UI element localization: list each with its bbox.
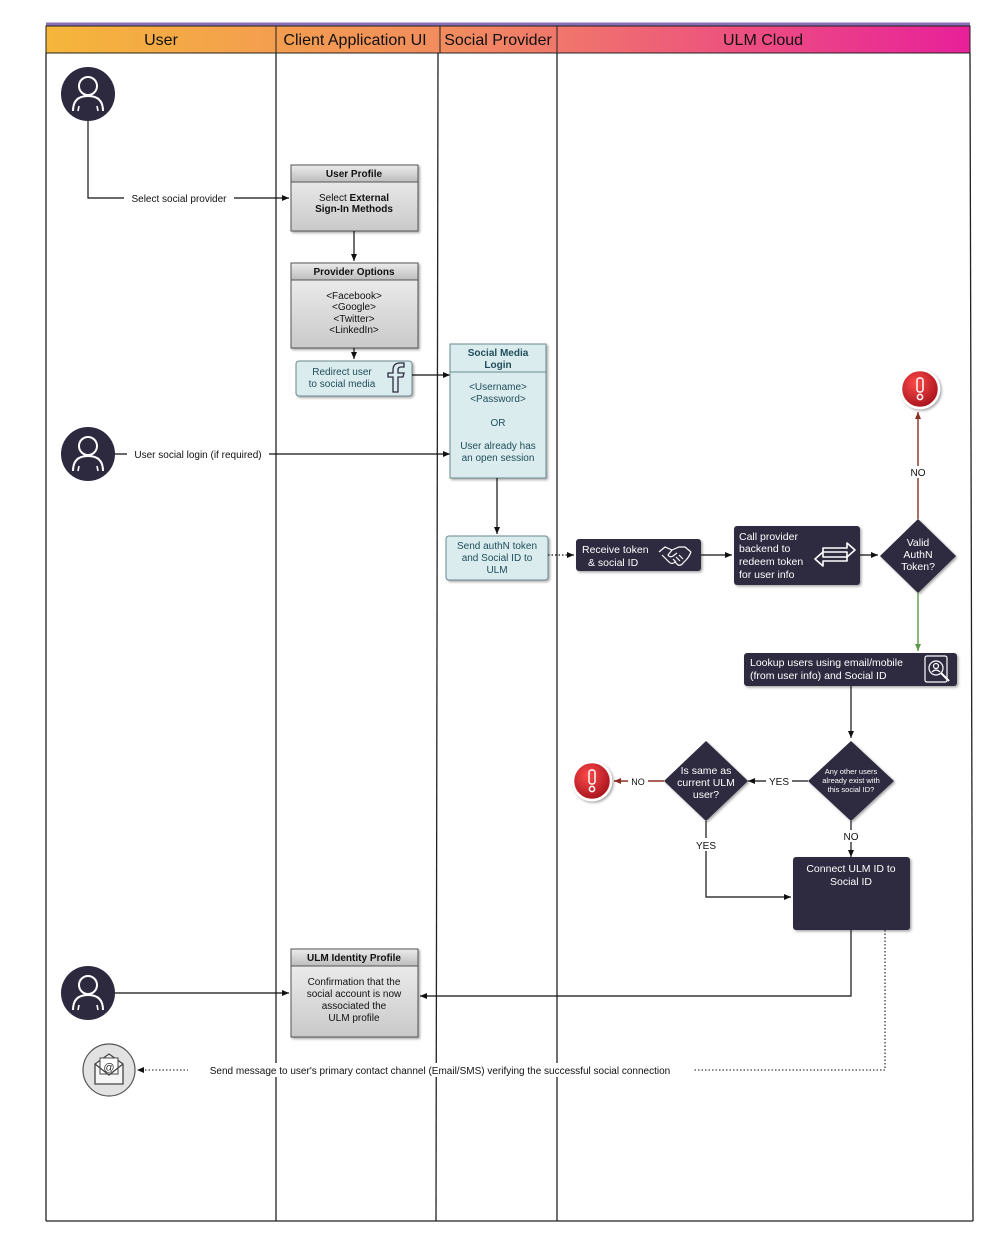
valid-token-line1: Valid [907, 537, 930, 549]
social-login-title2: Login [484, 360, 511, 371]
user-profile-line1: Select External [319, 193, 389, 204]
redirect-line2: to social media [309, 379, 376, 390]
lane-title-ulm: ULM Cloud [723, 32, 803, 49]
social-login-password: <Password> [470, 394, 526, 405]
lookup-box [744, 653, 957, 686]
user-avatar-icon [61, 427, 115, 481]
connect-line2: Social ID [830, 876, 872, 888]
email-icon: @ [82, 1043, 136, 1097]
svg-text:@: @ [103, 1062, 114, 1074]
send-token-line2: and Social ID to [462, 553, 533, 564]
lane-title-client: Client Application UI [283, 32, 426, 49]
label-no: NO [631, 777, 645, 787]
same-user-decision [664, 741, 748, 821]
social-login-title1: Social Media [468, 348, 529, 359]
other-users-line3: this social ID? [828, 785, 875, 794]
connector-others-no: NO [841, 821, 861, 857]
social-login-box [449, 343, 547, 479]
send-token-line1: Send authN token [457, 541, 537, 552]
social-login-session1: User already has [460, 441, 536, 452]
connector-send-message: Send message to user's primary contact c… [137, 930, 886, 1077]
identity-profile-box [290, 948, 419, 1038]
label-user-social-login: User social login (if required) [134, 450, 261, 461]
lane-header: User Client Application UI Social Provid… [45, 22, 971, 54]
provider-option: <Facebook> [326, 291, 382, 302]
other-users-line1: Any other users [825, 767, 878, 776]
label-no: NO [911, 468, 926, 479]
lane-borders [45, 52, 974, 1222]
label-send-message: Send message to user's primary contact c… [210, 1066, 670, 1077]
social-login-session2: an open session [462, 453, 535, 464]
connector-user-social-login: User social login (if required) [115, 447, 450, 461]
exchange-arrows-icon [814, 542, 856, 567]
lane-title-user: User [144, 32, 178, 49]
search-user-icon [924, 655, 950, 683]
redirect-line1: Redirect user [312, 367, 372, 378]
social-login-username: <Username> [469, 382, 527, 393]
connector-others-yes: YES [748, 775, 808, 788]
connector-select-provider: Select social provider [87, 121, 289, 205]
lookup-line2: (from user info) and Social ID [750, 670, 887, 682]
call-provider-line1: Call provider [739, 531, 798, 543]
valid-token-decision [880, 519, 956, 593]
label-yes: YES [696, 841, 716, 852]
lookup-line1: Lookup users using email/mobile [750, 657, 903, 669]
other-users-line2: already exist with [822, 776, 880, 785]
connector-connect-to-identity [420, 930, 852, 999]
same-user-line1: Is same as [681, 765, 732, 777]
provider-options-box [290, 262, 419, 349]
other-users-decision [808, 741, 894, 821]
error-alert-icon [571, 760, 613, 802]
call-provider-box [734, 526, 860, 585]
provider-option: <Google> [332, 302, 376, 313]
connector-same-no: NO [614, 775, 664, 787]
social-login-or: OR [491, 418, 506, 429]
redirect-box [295, 360, 413, 397]
user-profile-box [290, 164, 419, 232]
call-provider-line3: redeem token [739, 556, 803, 568]
identity-profile-line3: associated the [322, 1001, 387, 1012]
facebook-icon [387, 362, 405, 393]
provider-options-title: Provider Options [313, 267, 395, 278]
send-token-box [445, 535, 549, 581]
identity-profile-title: ULM Identity Profile [307, 953, 401, 964]
valid-token-line3: Token? [901, 561, 935, 573]
user-avatar-icon [61, 966, 115, 1020]
connect-line1: Connect ULM ID to [806, 863, 895, 875]
connect-box [793, 857, 910, 930]
same-user-line3: user? [693, 789, 719, 801]
call-provider-line4: for user info [739, 569, 795, 581]
receive-token-line1: Receive token [582, 544, 649, 556]
user-profile-line2: Sign-In Methods [315, 204, 393, 215]
error-alert-icon [899, 368, 941, 410]
same-user-line2: current ULM [677, 777, 735, 789]
lane-title-social: Social Provider [444, 32, 552, 49]
identity-profile-line1: Confirmation that the [308, 977, 401, 988]
provider-option: <LinkedIn> [329, 325, 379, 336]
connector-same-yes: YES [692, 821, 791, 900]
label-select-provider: Select social provider [131, 194, 227, 205]
user-avatar-icon [61, 67, 115, 121]
provider-option: <Twitter> [333, 314, 374, 325]
label-yes: YES [769, 777, 789, 788]
valid-token-line2: AuthN [903, 549, 932, 561]
call-provider-line2: backend to [739, 543, 791, 555]
handshake-icon [658, 546, 692, 566]
identity-profile-line4: ULM profile [328, 1013, 380, 1024]
identity-profile-line2: social account is now [307, 989, 402, 1000]
label-no: NO [844, 832, 859, 843]
receive-token-line2: & social ID [588, 557, 639, 569]
user-profile-title: User Profile [326, 169, 383, 180]
send-token-line3: ULM [486, 565, 507, 576]
connector-valid-no: NO [908, 412, 928, 519]
